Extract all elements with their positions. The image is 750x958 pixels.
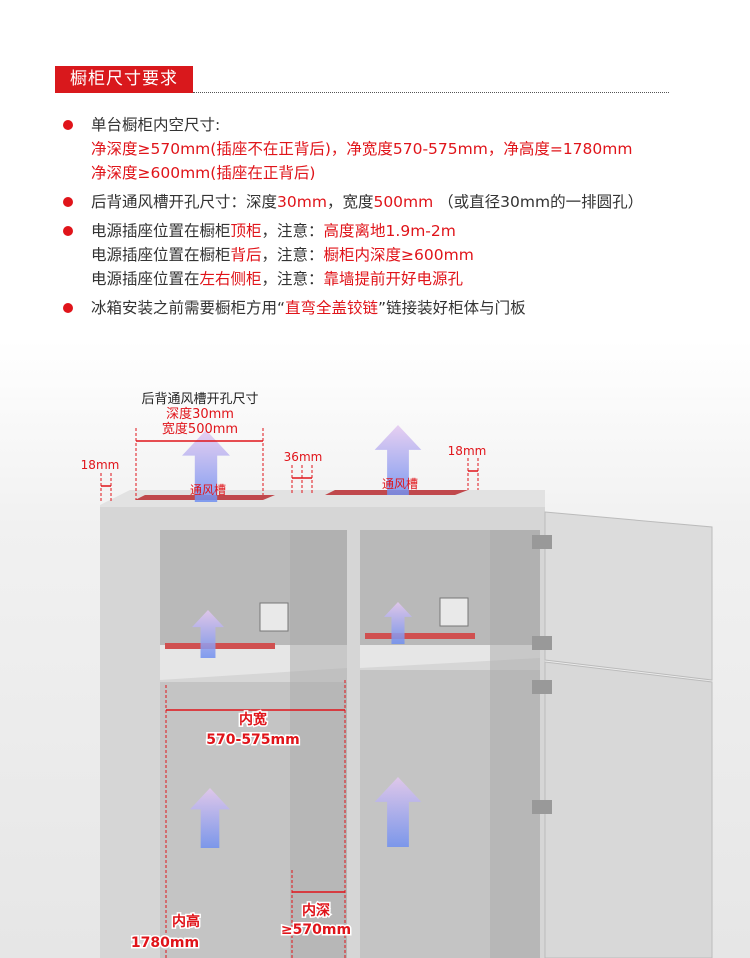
bullet-icon xyxy=(63,226,73,236)
text: 电源插座位置在橱柜 xyxy=(91,246,231,264)
dimension-guides xyxy=(100,428,479,958)
text-red: 左右侧柜 xyxy=(199,270,262,288)
item-red-line: 净深度≥600mm(插座在正背后) xyxy=(91,164,316,182)
inner-width-value: 570-575mm xyxy=(206,732,299,748)
text: ，注意： xyxy=(261,246,324,264)
section-title: 橱柜尺寸要求 xyxy=(55,66,193,93)
inner-height-label: 内高 xyxy=(172,913,200,930)
text-red: 顶柜 xyxy=(230,222,262,240)
text: 电源插座位置在 xyxy=(91,270,200,288)
inner-side-wall xyxy=(290,530,347,958)
vent-depth-label: 深度30mm xyxy=(166,406,234,422)
text-red: 高度离地1.9m-2m xyxy=(323,222,456,240)
vent-label: 通风槽 xyxy=(382,477,418,491)
power-outlet-icon xyxy=(259,602,289,632)
text: 冰箱安装之前需要橱柜方用“ xyxy=(91,299,286,317)
list-item: 后背通风槽开孔尺寸：深度30mm，宽度500mm （或直径30mm的一排圆孔） xyxy=(60,190,740,214)
vent-slot xyxy=(165,643,275,649)
inner-depth-value: ≥570mm xyxy=(281,922,351,938)
text-red: 500mm xyxy=(373,193,434,211)
bullet-icon xyxy=(63,197,73,207)
item-red-line: 净深度≥570mm(插座不在正背后)，净宽度570-575mm，净高度=1780… xyxy=(91,140,633,158)
text: ，注意： xyxy=(261,222,324,240)
bullet-icon xyxy=(63,120,73,130)
dimension-lines xyxy=(101,440,478,893)
vent-slot xyxy=(365,633,475,639)
inner-side-wall xyxy=(490,530,540,958)
cabinet-door-upper[interactable] xyxy=(544,511,713,681)
text-red: 橱柜内深度≥600mm xyxy=(323,246,474,264)
text: ”链接装好柜体与门板 xyxy=(378,299,526,317)
text: ，注意： xyxy=(261,270,324,288)
list-item: 冰箱安装之前需要橱柜方用“直弯全盖铰链”链接装好柜体与门板 xyxy=(60,296,740,320)
text: （或直径30mm的一排圆孔） xyxy=(433,193,644,211)
text: ，宽度 xyxy=(326,193,374,211)
text-red: 靠墙提前开好电源孔 xyxy=(323,270,464,288)
text: 电源插座位置在橱柜 xyxy=(91,222,231,240)
text-red: 30mm xyxy=(277,193,327,211)
requirements-list: 单台橱柜内空尺寸: 净深度≥570mm(插座不在正背后)，净宽度570-575m… xyxy=(60,113,740,325)
text-red: 直弯全盖铰链 xyxy=(285,299,379,317)
vent-width-label: 宽度500mm xyxy=(162,421,238,437)
bullet-icon xyxy=(63,303,73,313)
vent-label: 通风槽 xyxy=(190,483,226,497)
list-item: 电源插座位置在橱柜顶柜，注意：高度离地1.9m-2m 电源插座位置在橱柜背后，注… xyxy=(60,219,740,291)
inner-height-value: 1780mm xyxy=(131,935,199,951)
text: 后背通风槽开孔尺寸：深度 xyxy=(91,193,278,211)
right-gap-label: 18mm xyxy=(448,444,487,458)
inner-width-label: 内宽 xyxy=(239,711,267,728)
vent-size-title: 后背通风槽开孔尺寸 xyxy=(141,392,258,407)
text-red: 背后 xyxy=(230,246,262,264)
middle-gap-label: 36mm xyxy=(284,450,323,464)
power-outlet-icon xyxy=(439,597,469,627)
inner-depth-label: 内深 xyxy=(302,902,330,919)
item-heading: 单台橱柜内空尺寸: xyxy=(91,116,221,134)
cabinet-door-lower[interactable] xyxy=(544,661,713,958)
dotted-divider xyxy=(193,92,669,93)
hinge-icons xyxy=(532,535,552,814)
left-gap-label: 18mm xyxy=(81,458,120,472)
list-item: 单台橱柜内空尺寸: 净深度≥570mm(插座不在正背后)，净宽度570-575m… xyxy=(60,113,740,185)
